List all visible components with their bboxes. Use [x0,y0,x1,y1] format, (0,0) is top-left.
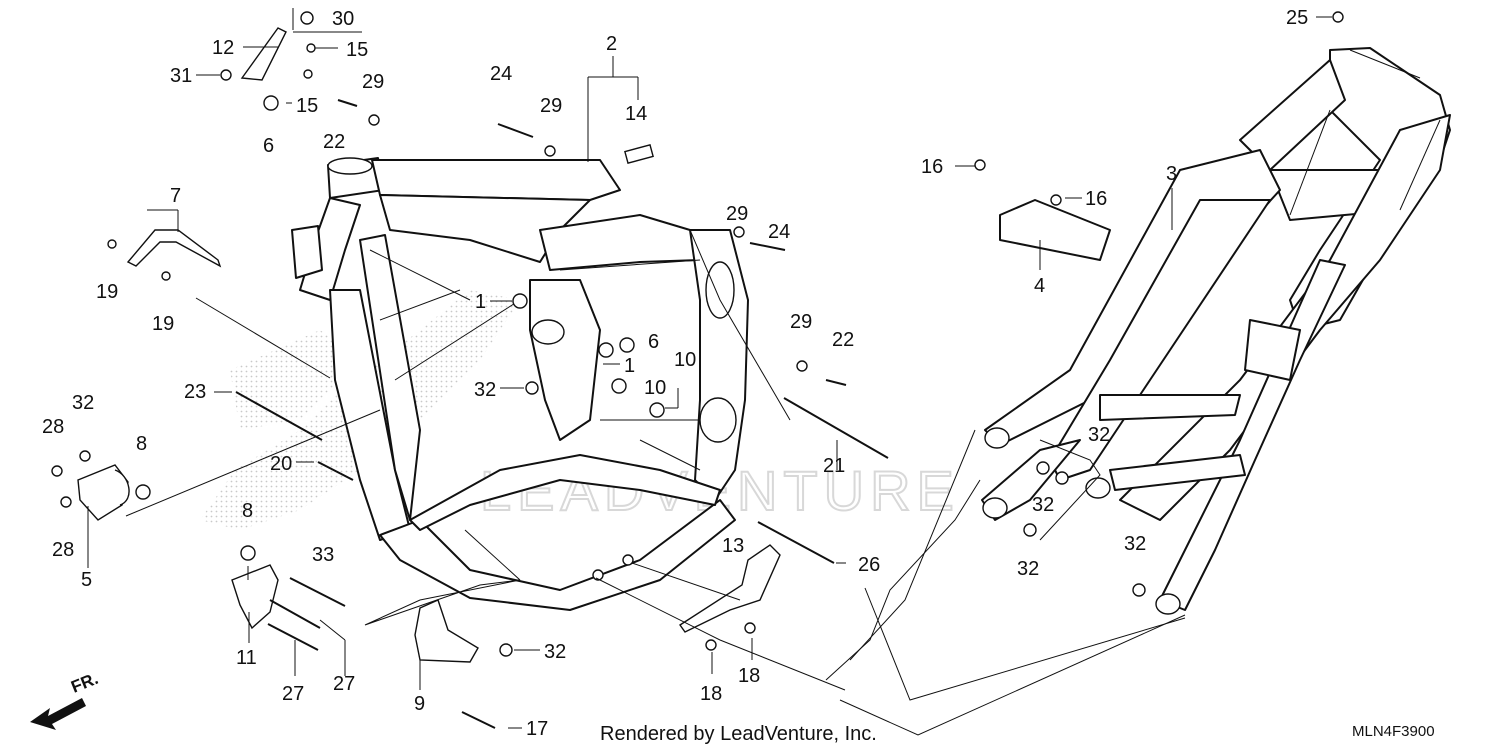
main-frame [291,157,749,611]
callout-7: 7 [170,185,181,207]
callout-16: 16 [1085,188,1107,210]
callout-22: 22 [832,329,854,351]
decal-14 [624,143,654,165]
front-direction-arrow-icon: FR. [30,669,101,730]
callout-30: 30 [332,8,354,30]
callout-15: 15 [296,95,318,117]
leader-lines [87,8,1421,736]
callout-32: 32 [1032,494,1054,516]
callout-6: 6 [648,331,659,353]
callout-20: 20 [270,453,292,475]
callout-28: 28 [42,416,64,438]
bracket-12 [240,27,287,81]
dotted-shading-upper [230,330,360,430]
callout-32: 32 [1017,558,1039,580]
diagram-code: MLN4F3900 [1352,723,1435,740]
callout-6: 6 [263,135,274,157]
callout-1: 1 [475,291,486,313]
callout-29: 29 [726,203,748,225]
callout-21: 21 [823,455,845,477]
callout-27: 27 [282,683,304,705]
callout-32: 32 [544,641,566,663]
callout-29: 29 [362,71,384,93]
callout-4: 4 [1034,275,1045,297]
callout-32: 32 [474,379,496,401]
callout-32: 32 [72,392,94,414]
callout-3: 3 [1166,163,1177,185]
callout-32: 32 [1124,533,1146,555]
callout-29: 29 [790,311,812,333]
callout-9: 9 [414,693,425,715]
callout-8: 8 [242,500,253,522]
callout-31: 31 [170,65,192,87]
callout-33: 33 [312,544,334,566]
callout-25: 25 [1286,7,1308,29]
callout-27: 27 [333,673,355,695]
callout-2: 2 [606,33,617,55]
callout-10: 10 [674,349,696,371]
bracket-13 [679,544,781,633]
callout-24: 24 [768,221,790,243]
callout-29: 29 [540,95,562,117]
callout-15: 15 [346,39,368,61]
callout-18: 18 [738,665,760,687]
callout-19: 19 [152,313,174,335]
callout-18: 18 [700,683,722,705]
footer-credit: Rendered by LeadVenture, Inc. [600,723,877,745]
callout-17: 17 [526,718,548,740]
callout-10: 10 [644,377,666,399]
callout-19: 19 [96,281,118,303]
bracket-4 [999,199,1111,261]
bracket-5 [77,464,129,521]
callout-32: 32 [1088,424,1110,446]
callout-22: 22 [323,131,345,153]
callout-24: 24 [490,63,512,85]
callout-14: 14 [625,103,647,125]
bracket-9 [414,599,479,663]
callout-labels: 30 12 15 31 15 6 29 22 2 24 29 14 7 19 1… [42,7,1308,740]
rear-subframe [981,47,1451,615]
callout-1: 1 [624,355,635,377]
svg-text:FR.: FR. [68,669,101,697]
callout-26: 26 [858,554,880,576]
callout-8: 8 [136,433,147,455]
callout-28: 28 [52,539,74,561]
callout-5: 5 [81,569,92,591]
callout-16: 16 [921,156,943,178]
small-hardware [51,11,1344,657]
callout-12: 12 [212,37,234,59]
callout-13: 13 [722,535,744,557]
callout-23: 23 [184,381,206,403]
bracket-7 [126,229,222,268]
bracket-11 [231,564,279,630]
callout-11: 11 [236,647,257,669]
